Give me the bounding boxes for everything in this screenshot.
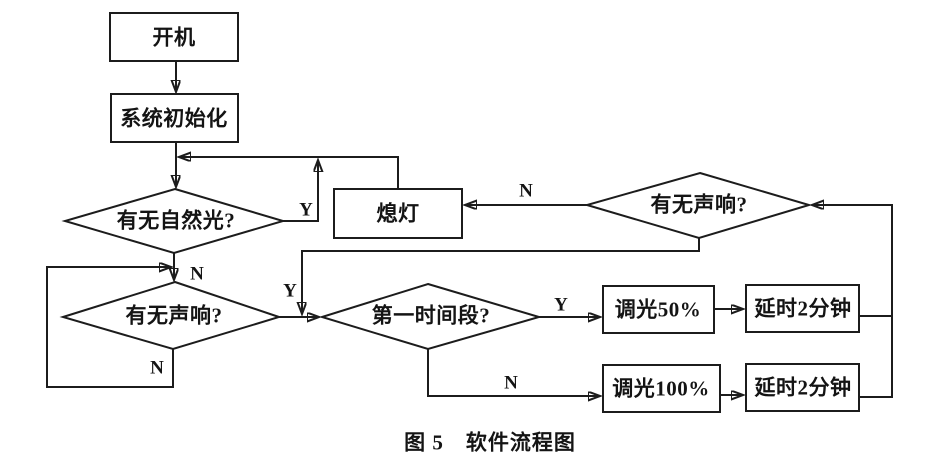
node-power-on-box: [109, 12, 239, 62]
node-first-period-label: 第一时间段?: [371, 303, 491, 328]
branch-sound-left-no-label: N: [150, 357, 164, 379]
figure-caption: 图 5 软件流程图: [404, 430, 576, 455]
branch-sound-left-yes-label: Y: [283, 280, 297, 302]
edge-delays-to-soundright: [813, 205, 893, 398]
node-sound-check-right-diamond: [583, 171, 813, 240]
node-natural-light-label: 有无自然光?: [116, 208, 236, 233]
node-delay-2min-top-box: [745, 284, 860, 333]
node-first-period-diamond: [318, 282, 543, 351]
node-dim-100-label: 调光100%: [612, 376, 710, 401]
branch-first-period-no-label: N: [504, 372, 518, 394]
node-dim-100-box: [602, 364, 721, 413]
node-dim-50-box: [602, 285, 715, 334]
node-lights-off-box: [333, 188, 463, 239]
node-delay-2min-top-label: 延时2分钟: [754, 296, 852, 321]
branch-natural-light-no-label: N: [190, 263, 204, 285]
node-natural-light-diamond: [61, 187, 287, 255]
branch-first-period-yes-label: Y: [554, 294, 568, 316]
node-delay-2min-bottom-label: 延时2分钟: [754, 375, 852, 400]
edge-soundleft-no-loop: [46, 267, 174, 388]
edge-lightsoff-loop-to-naturallight: [180, 157, 399, 189]
edge-naturallight-yes-up: [283, 161, 318, 222]
branch-sound-right-no-label: N: [519, 180, 533, 202]
node-lights-off-label: 熄灯: [376, 201, 420, 226]
node-power-on-label: 开机: [152, 25, 196, 50]
node-delay-2min-bottom-box: [745, 363, 860, 412]
node-sound-check-left-diamond: [59, 280, 283, 351]
node-system-init-box: [110, 93, 239, 143]
node-dim-50-label: 调光50%: [614, 297, 702, 322]
edge-soundright-feedback-to-firstperiod: [302, 238, 700, 313]
branch-natural-light-yes-label: Y: [299, 199, 313, 221]
node-sound-check-right-label: 有无声响?: [650, 192, 748, 217]
node-system-init-label: 系统初始化: [120, 106, 228, 131]
node-sound-check-left-label: 有无声响?: [125, 303, 223, 328]
edge-firstperiod-no-to-dim100: [427, 349, 599, 396]
